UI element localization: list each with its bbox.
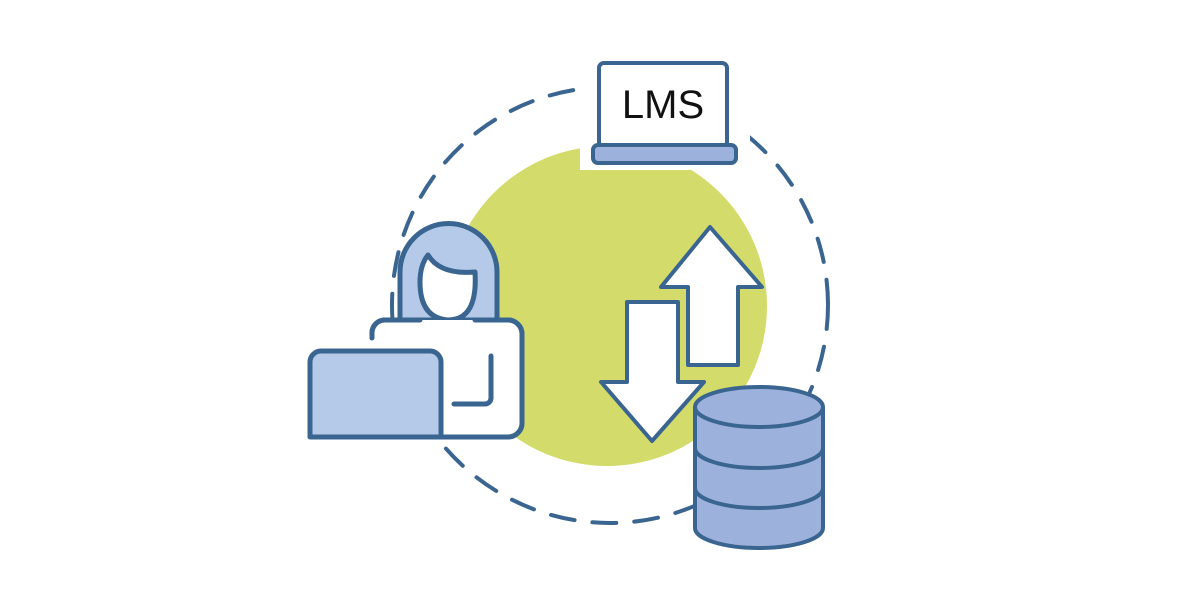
arm [451, 353, 494, 407]
database-icon [693, 385, 825, 550]
upload-arrow-icon [659, 225, 764, 367]
face [417, 252, 478, 323]
lms-label: LMS [622, 83, 704, 127]
download-arrow-icon [599, 300, 706, 443]
learner-laptop-icon [307, 348, 444, 440]
lms-laptop-icon: LMS [591, 61, 738, 165]
learner-icon [307, 221, 525, 440]
